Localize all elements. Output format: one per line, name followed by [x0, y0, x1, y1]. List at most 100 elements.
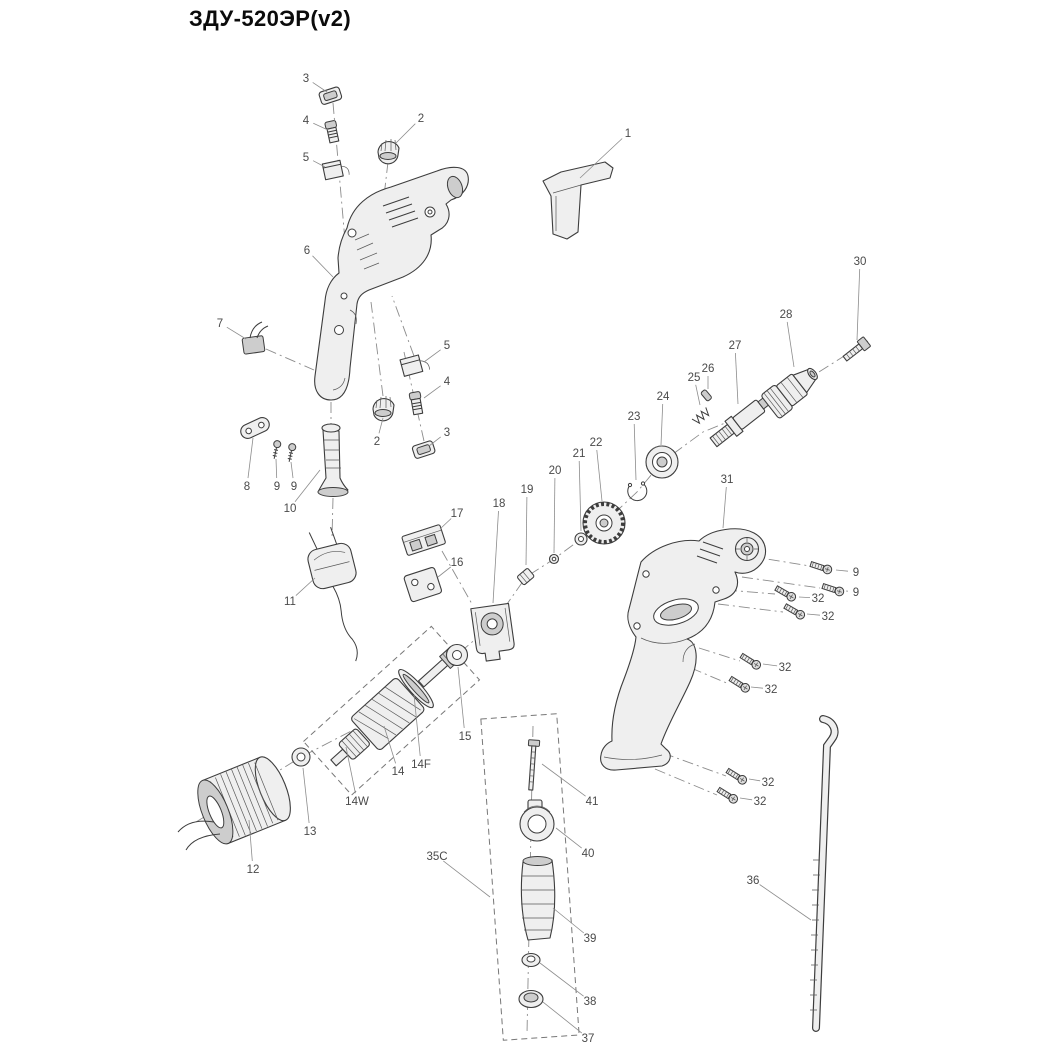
leader-line-24 [660, 403, 664, 446]
part-cap-37 [518, 989, 544, 1009]
part-label-12: 12 [247, 864, 260, 876]
leader-line-2 [395, 123, 416, 144]
part-washer-21 [574, 532, 588, 546]
part-screw-9b [287, 443, 297, 462]
leader-line-32 [739, 797, 753, 801]
leader-line-27 [735, 352, 739, 405]
leader-line-23 [633, 423, 637, 481]
leader-line-9 [275, 458, 278, 479]
part-brush-spring-4b [408, 391, 424, 416]
part-label-22: 22 [590, 437, 603, 449]
leader-line-5 [423, 349, 441, 363]
leader-line-18 [492, 510, 499, 604]
part-spring-25 [691, 407, 710, 425]
leader-line-10 [294, 469, 321, 502]
part-label-1: 1 [625, 128, 631, 140]
part-label-41: 41 [586, 796, 599, 808]
part-label-3: 3 [303, 73, 309, 85]
part-bearing-24 [645, 445, 679, 479]
part-cord-guard [317, 423, 349, 497]
part-label-32: 32 [812, 593, 825, 605]
part-label-5: 5 [303, 152, 309, 164]
part-label-13: 13 [304, 826, 317, 838]
leader-line-32 [798, 596, 811, 598]
part-label-11: 11 [284, 596, 296, 608]
leader-line-14W [345, 746, 356, 794]
leader-line-16 [437, 566, 451, 578]
part-label-9: 9 [274, 481, 280, 493]
part-label-32: 32 [762, 777, 775, 789]
part-screw-32d [727, 674, 752, 695]
part-screw-32f [715, 785, 740, 806]
part-housing-cover [542, 161, 614, 240]
leader-line-39 [552, 907, 585, 934]
part-label-39: 39 [584, 933, 597, 945]
part-label-18: 18 [493, 498, 506, 510]
part-label-7: 7 [217, 318, 223, 330]
leader-line-4 [423, 385, 441, 399]
part-label-17: 17 [451, 508, 464, 520]
part-label-10: 10 [284, 503, 297, 515]
part-chuck [761, 367, 818, 419]
part-pin-19 [517, 568, 535, 586]
part-label-37: 37 [582, 1033, 595, 1045]
part-label-40: 40 [582, 848, 595, 860]
leader-line-3 [312, 82, 328, 93]
part-label-9: 9 [291, 481, 297, 493]
side-handle-dashed-box [480, 713, 580, 1041]
part-carbon-brush-5b [399, 354, 430, 377]
part-depth-gauge-rod [810, 715, 839, 1032]
part-screw-32a [773, 583, 798, 604]
part-suppressor [241, 321, 269, 355]
part-label-14F: 14F [411, 759, 431, 771]
leader-line-15 [457, 666, 465, 729]
part-label-15: 15 [459, 731, 472, 743]
leader-line-3 [428, 436, 441, 447]
part-label-38: 38 [584, 996, 597, 1008]
part-brush-cap-3a [318, 86, 343, 105]
part-label-35C: 35C [426, 851, 447, 863]
leader-line-32 [762, 663, 778, 667]
leader-line-17 [439, 518, 452, 530]
leader-line-2 [378, 417, 384, 434]
leader-line-35C [443, 860, 491, 898]
part-label-3: 3 [444, 427, 450, 439]
part-gear-22 [582, 501, 626, 545]
part-stator [177, 756, 291, 851]
part-bearing-bracket [470, 602, 515, 662]
leader-line-32 [748, 778, 761, 782]
part-label-5: 5 [444, 340, 450, 352]
part-armature [330, 646, 462, 767]
part-label-4: 4 [444, 376, 451, 388]
part-label-28: 28 [780, 309, 793, 321]
part-side-handle-grip-39 [520, 856, 556, 941]
part-brush-holder-2b [372, 396, 395, 422]
leader-line-13 [302, 767, 310, 824]
leader-line-40 [555, 827, 582, 849]
part-cord-clamp [240, 417, 270, 439]
part-label-9: 9 [853, 587, 859, 599]
part-screw-32b [782, 601, 807, 622]
part-housing-right [600, 528, 767, 771]
leader-line-6 [312, 255, 334, 278]
part-label-23: 23 [628, 411, 641, 423]
leader-line-9 [835, 569, 849, 572]
part-label-32: 32 [822, 611, 835, 623]
part-pin-26 [700, 389, 712, 402]
part-label-14W: 14W [345, 796, 369, 808]
part-label-2: 2 [418, 113, 424, 125]
part-screw-9a [272, 440, 282, 459]
part-washer-15 [445, 643, 469, 667]
page-title: ЗДУ-520ЭР(v2) [189, 6, 352, 31]
leader-line-41 [541, 763, 586, 797]
part-brush-holder-block [401, 524, 446, 556]
part-brush-holder-2a [377, 139, 400, 165]
part-handle-bolt-41 [527, 739, 541, 791]
leader-line-21 [578, 460, 582, 532]
part-label-25: 25 [688, 372, 701, 384]
part-label-2: 2 [374, 436, 380, 448]
leader-line-38 [539, 962, 584, 997]
leader-line-32 [806, 613, 821, 616]
